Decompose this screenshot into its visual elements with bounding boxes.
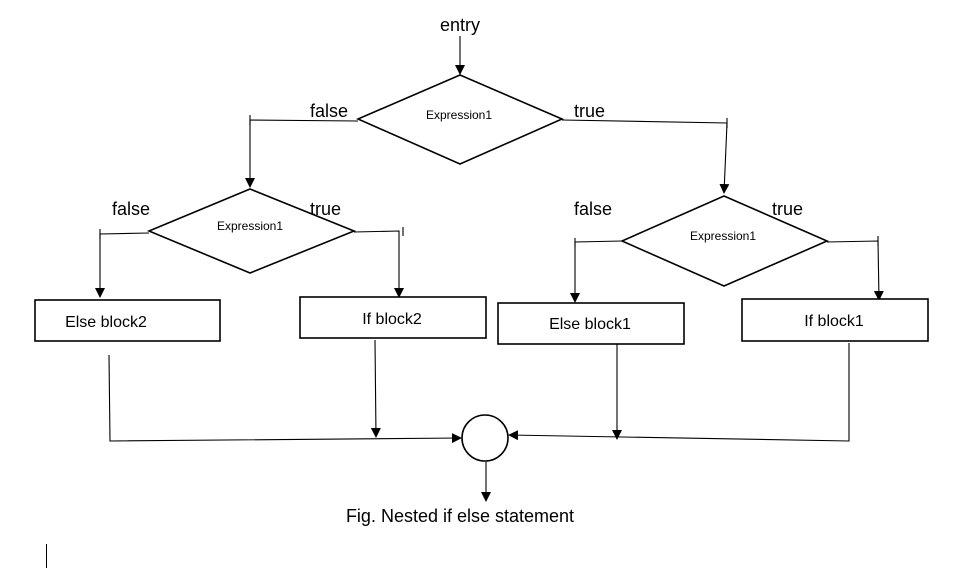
text-cursor (46, 544, 47, 568)
decision-left-true-label: true (310, 199, 341, 219)
decision-right-true-label: true (772, 199, 803, 219)
decision-right-false-label: false (574, 199, 612, 219)
if-block1-label: If block1 (804, 313, 864, 330)
if-block2-box (299, 296, 487, 339)
figure-caption: Fig. Nested if else statement (346, 506, 574, 526)
decision-top-diamond (355, 74, 565, 165)
top-true-connector (561, 119, 730, 194)
top-false-connector (245, 119, 359, 188)
if-block1-merge-connector (508, 343, 850, 442)
entry-label: entry (440, 15, 480, 35)
decision-top-label: Expression1 (426, 108, 492, 122)
merge-connector-circle (461, 414, 509, 462)
right-false-connector (570, 240, 623, 303)
else-block1-box (497, 302, 685, 345)
left-true-connector (353, 230, 404, 298)
if-block1-box (741, 298, 929, 342)
decision-left-false-label: false (112, 199, 150, 219)
decision-top-false-label: false (310, 101, 348, 121)
decision-left-label: Expression1 (217, 219, 283, 233)
else-block2-label: Else block2 (65, 314, 147, 331)
if-block2-merge-connector (370, 339, 381, 438)
else-block1-label: Else block1 (549, 316, 631, 333)
else-block2-merge-connector (108, 354, 462, 444)
decision-left-diamond (146, 188, 357, 274)
else-block2-box (34, 299, 221, 342)
decision-top-true-label: true (574, 101, 605, 121)
left-false-connector (95, 232, 150, 298)
decision-right-diamond (620, 195, 829, 287)
right-true-connector (826, 240, 884, 301)
if-block2-label: If block2 (362, 311, 422, 328)
decision-right-label: Expression1 (690, 229, 756, 243)
